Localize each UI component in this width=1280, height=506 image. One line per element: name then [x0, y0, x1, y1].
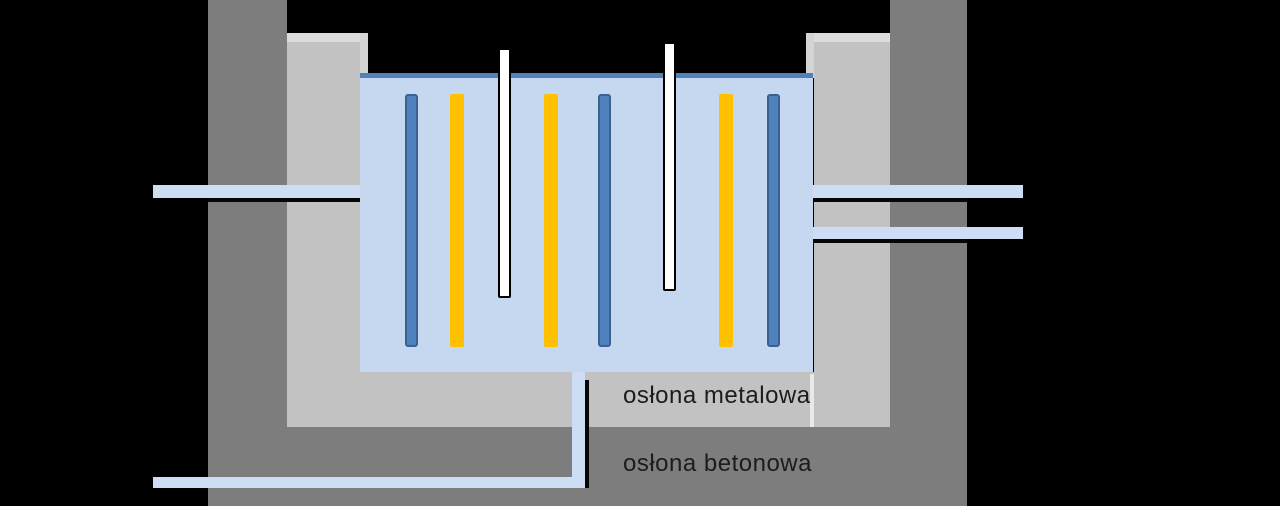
concrete-shield-label: osłona betonowa: [623, 450, 812, 477]
metal-shield-right-bevel: [806, 33, 814, 78]
tank-top-edge: [360, 73, 813, 78]
tank-water: [360, 78, 813, 372]
fuel-rod-blue: [405, 94, 418, 347]
drain-pipe-vertical: [572, 372, 585, 488]
metal-shield-seam: [810, 374, 814, 427]
concrete-shield-right-wall: [890, 0, 967, 506]
control-rod: [663, 42, 676, 291]
metal-shield-right-cap: [806, 33, 890, 43]
metal-shield-left-wall: [287, 42, 360, 427]
metal-shield-left-bevel: [360, 33, 368, 78]
pipe-shadow: [585, 380, 589, 488]
fuel-rod-yellow: [719, 94, 733, 347]
metal-shield-bottom: [360, 372, 890, 427]
fuel-rod-yellow: [450, 94, 464, 347]
concrete-shield-left-wall: [208, 0, 287, 506]
control-rod: [498, 48, 511, 298]
metal-shield-left-cap: [287, 33, 368, 43]
inlet-pipe-left: [153, 185, 360, 198]
pipe-shadow: [813, 198, 967, 202]
fuel-rod-blue: [767, 94, 780, 347]
fuel-rod-blue: [598, 94, 611, 347]
metal-shield-label: osłona metalowa: [623, 382, 811, 409]
pipe-shadow: [208, 198, 360, 202]
outlet-pipe-right-upper: [813, 185, 1023, 198]
outlet-pipe-right-lower: [813, 227, 1023, 239]
pipe-shadow: [813, 239, 967, 243]
fuel-rod-yellow: [544, 94, 558, 347]
drain-pipe-bottom: [153, 477, 585, 488]
